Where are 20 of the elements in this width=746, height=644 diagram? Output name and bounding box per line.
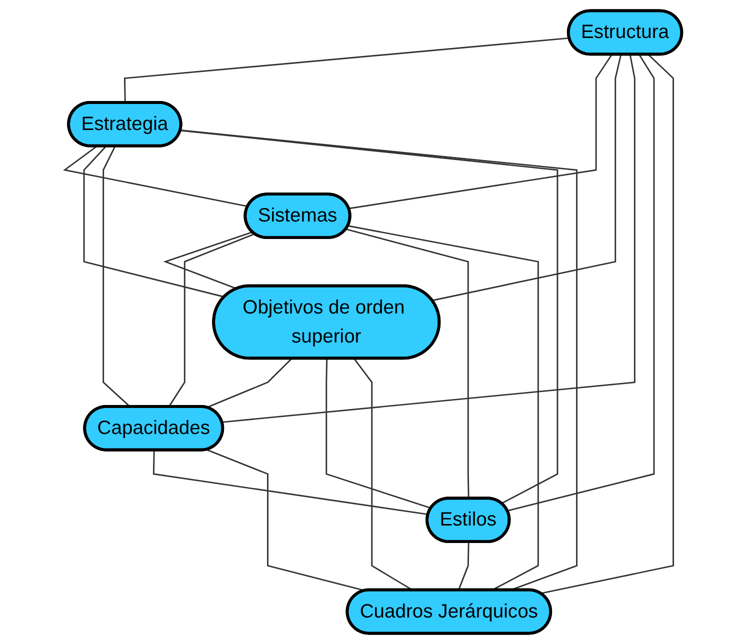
connector — [124, 37, 570, 103]
connector — [206, 358, 292, 408]
connector — [348, 54, 612, 210]
connector — [458, 542, 470, 591]
connector — [102, 146, 131, 408]
connector — [180, 130, 578, 591]
connector — [180, 130, 558, 504]
connector — [62, 146, 248, 208]
connector — [432, 54, 622, 302]
connector — [152, 450, 428, 516]
connector — [162, 231, 252, 290]
connector — [507, 54, 654, 512]
connector — [325, 358, 432, 509]
connector — [540, 54, 674, 594]
connector — [348, 225, 539, 591]
connector — [346, 228, 470, 499]
connector — [222, 54, 636, 423]
connector — [353, 358, 414, 591]
connector — [83, 146, 225, 298]
connector — [168, 233, 255, 408]
